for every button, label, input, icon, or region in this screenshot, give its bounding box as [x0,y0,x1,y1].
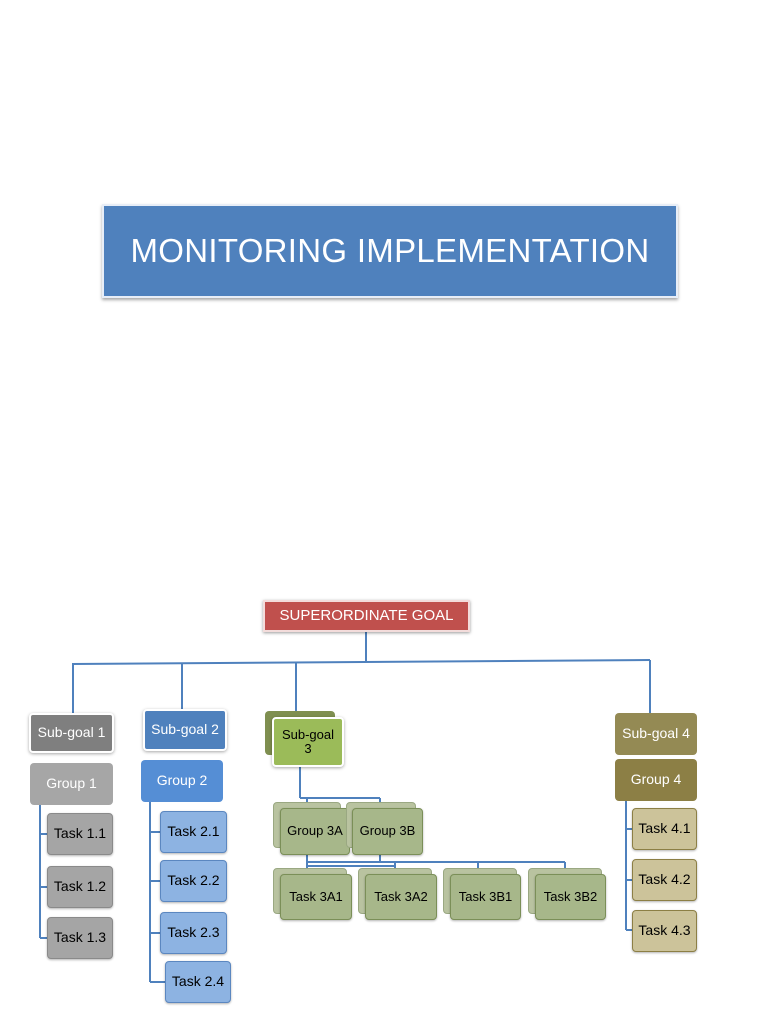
subgoal-3-label-line2: 3 [304,741,312,756]
group-2-node: Group 2 [141,760,223,802]
slide-title: MONITORING IMPLEMENTATION [102,204,678,298]
task-3b2-node: Task 3B2 [535,874,606,920]
task-2-1-node: Task 2.1 [160,811,227,853]
task-4-2-node: Task 4.2 [632,859,697,901]
task-2-2-node: Task 2.2 [160,860,227,902]
group-4-node: Group 4 [615,759,697,801]
task-2-4-node: Task 2.4 [165,961,231,1003]
task-3a2-node: Task 3A2 [365,874,437,920]
subgoal-3-node: Sub-goal 3 [272,717,344,767]
superordinate-goal-node: SUPERORDINATE GOAL [263,600,470,632]
task-4-3-node: Task 4.3 [632,910,697,952]
task-3a1-node: Task 3A1 [280,874,352,920]
group-3b-node: Group 3B [352,808,423,855]
subgoal-3-label-line1: Sub-goal [281,726,335,742]
task-2-3-node: Task 2.3 [160,912,227,954]
subgoal-1-node: Sub-goal 1 [29,713,114,753]
task-1-3-node: Task 1.3 [47,917,113,959]
task-3b1-node: Task 3B1 [450,874,521,920]
task-1-1-node: Task 1.1 [47,813,113,855]
task-4-1-node: Task 4.1 [632,808,697,850]
task-1-2-node: Task 1.2 [47,866,113,908]
subgoal-2-node: Sub-goal 2 [143,709,227,751]
subgoal-4-node: Sub-goal 4 [615,713,697,755]
group-3a-node: Group 3A [280,808,350,855]
group-1-node: Group 1 [30,763,113,805]
